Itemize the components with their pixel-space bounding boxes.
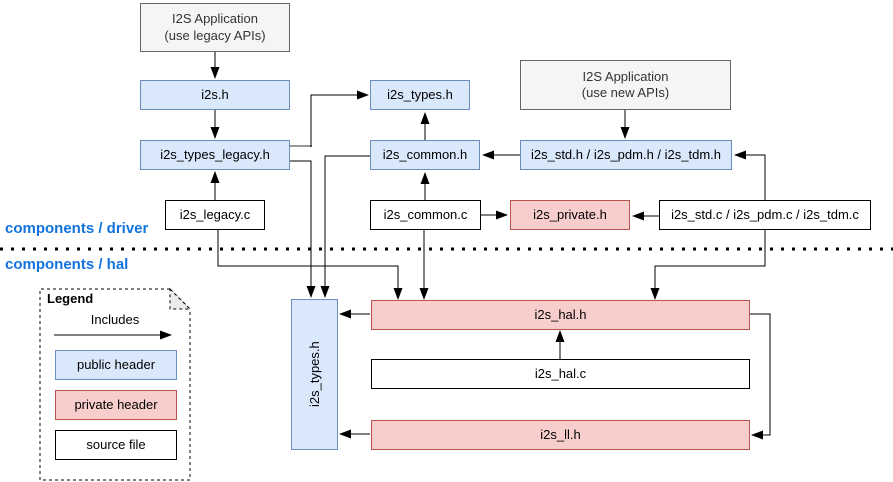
edge-i2s-types-legacy-h-to-i2s-types-h-hal xyxy=(290,160,316,298)
node-i2s-types-h-hal-label: i2s_types.h xyxy=(306,341,322,408)
edge-i2s-legacy-c-to-i2s-hal-h xyxy=(217,230,403,300)
node-i2s-types-legacy-h: i2s_types_legacy.h xyxy=(140,140,290,170)
node-i2s-common-h: i2s_common.h xyxy=(370,140,480,170)
node-i2s-application-legacy-line1: I2S Application xyxy=(171,11,258,27)
section-label-driver: components / driver xyxy=(5,220,149,237)
node-i2s-application-new-line2: (use new APIs) xyxy=(581,85,670,100)
edge-i2s-types-legacy-h-to-i2s-types-h-driver xyxy=(310,90,369,147)
node-i2s-std-pdm-tdm-h: i2s_std.h / i2s_pdm.h / i2s_tdm.h xyxy=(520,140,732,170)
node-i2s-h: i2s.h xyxy=(140,80,290,110)
legend-source-file-swatch: source file xyxy=(55,430,177,460)
node-i2s-application-new: I2S Application (use new APIs) xyxy=(520,60,731,110)
node-i2s-application-legacy: I2S Application (use legacy APIs) xyxy=(140,3,290,52)
node-i2s-std-pdm-tdm-c: i2s_std.c / i2s_pdm.c / i2s_tdm.c xyxy=(659,200,871,230)
edge-i2s-std-pdm-tdm-c-to-i2s-std-pdm-tdm-h xyxy=(734,150,766,200)
edge-i2s-common-h-to-i2s-types-h-hal xyxy=(320,155,370,298)
node-i2s-legacy-c: i2s_legacy.c xyxy=(165,200,265,230)
node-i2s-types-h-driver: i2s_types.h xyxy=(370,80,470,110)
legend-public-header-swatch: public header xyxy=(55,350,177,380)
node-i2s-hal-c: i2s_hal.c xyxy=(371,359,750,389)
node-i2s-ll-h: i2s_ll.h xyxy=(371,420,750,450)
edge-i2s-hal-h-to-i2s-ll-h xyxy=(750,313,771,440)
node-i2s-application-new-line1: I2S Application xyxy=(582,68,669,84)
section-label-hal: components / hal xyxy=(5,256,129,273)
legend-folded-corner xyxy=(169,287,192,310)
edge-i2s-std-pdm-tdm-c-to-i2s-hal-h xyxy=(650,230,766,300)
node-i2s-private-h: i2s_private.h xyxy=(510,200,630,230)
node-i2s-types-h-hal: i2s_types.h xyxy=(291,299,338,450)
legend-includes-label: Includes xyxy=(90,312,140,327)
node-i2s-application-legacy-line2: (use legacy APIs) xyxy=(164,27,266,43)
legend-title: Legend xyxy=(47,291,94,306)
node-i2s-hal-h: i2s_hal.h xyxy=(371,300,750,330)
node-i2s-common-c: i2s_common.c xyxy=(370,200,481,230)
legend-box-border xyxy=(39,288,191,481)
legend-private-header-swatch: private header xyxy=(55,390,177,420)
